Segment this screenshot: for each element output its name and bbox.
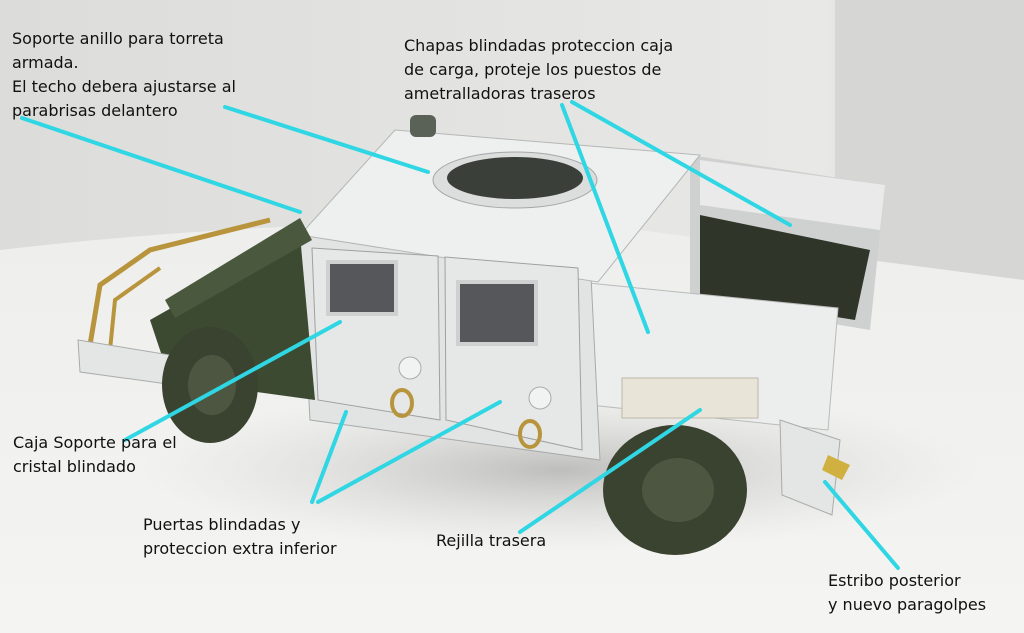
label-doors: Puertas blindadas y proteccion extra inf…: [143, 515, 337, 558]
label-armored-plates: Chapas blindadas proteccion caja de carg…: [404, 36, 674, 103]
label-rear-step: Estribo posterior y nuevo paragolpes: [828, 571, 987, 614]
arrow-doors-1: [310, 410, 348, 504]
arrow-doors-2: [316, 400, 502, 504]
arrow-armored-plates-1: [560, 103, 650, 334]
annotation-arrows: [20, 100, 900, 570]
vehicle-model: [77, 115, 885, 555]
arrow-ring-mount-2: [223, 105, 430, 174]
arrow-rear-grille: [518, 408, 702, 534]
label-rear-grille: Rejilla trasera: [436, 531, 547, 550]
arrow-armored-plates-2: [570, 100, 792, 227]
arrow-glass-box: [123, 320, 342, 442]
front-wheel: [162, 327, 258, 443]
arrow-ring-mount-1: [20, 116, 302, 214]
rear-wheel: [603, 425, 747, 555]
rear-grille: [621, 377, 759, 419]
arrow-rear-step: [823, 480, 900, 570]
vehicle-shadow: [140, 390, 980, 550]
label-glass-box: Caja Soporte para el cristal blindado: [13, 433, 177, 476]
label-ring-mount: Soporte anillo para torreta armada. El t…: [12, 29, 236, 120]
